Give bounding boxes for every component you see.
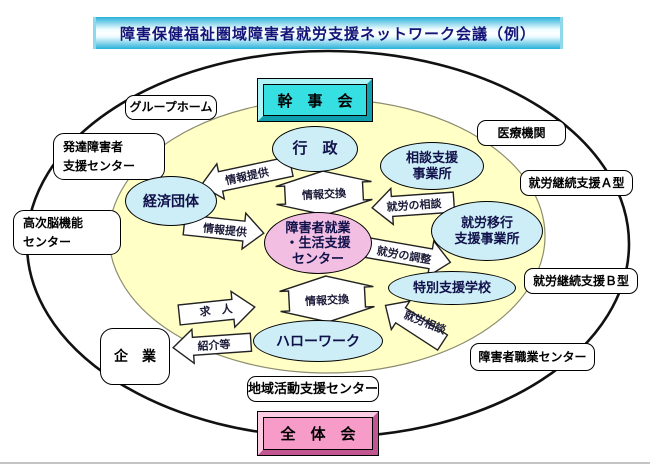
- node-hellowork: ハローワーク: [253, 320, 383, 362]
- node-koujinou-center: 高次脳機能 センター: [13, 210, 121, 255]
- arrow-shokai: [172, 327, 253, 365]
- arrow-shuro-sodan-school: [384, 300, 449, 352]
- node-sodan-shien: 相談支援 事業所: [380, 142, 484, 190]
- node-gyosei: 行 政: [272, 126, 358, 172]
- node-shuro-iko: 就労移行 支援事業所: [431, 201, 543, 261]
- arrow-shuro-sodan: [371, 186, 456, 226]
- plenary-meeting-label: 全 体 会: [263, 417, 373, 450]
- arrow-kyujin: [177, 290, 256, 329]
- node-kigyo: 企 業: [100, 328, 170, 385]
- node-tokubetsu-shien-gakko: 特別支援学校: [388, 271, 516, 305]
- steering-committee-box: 幹 事 会: [258, 79, 372, 121]
- page-border-line: [0, 462, 650, 464]
- diagram-title: 障害保健福祉圏域障害者就労支援ネットワーク会議（例）: [93, 17, 563, 49]
- plenary-meeting-box: 全 体 会: [258, 412, 378, 455]
- node-iryo-kikan: 医療機関: [477, 120, 566, 146]
- steering-committee-label: 幹 事 会: [263, 84, 367, 116]
- diagram-title-text: 障害保健福祉圏域障害者就労支援ネットワーク会議（例）: [119, 25, 536, 43]
- node-hattatsu-center: 発達障害者 支援センター: [53, 133, 165, 180]
- node-keizoku-b: 就労継続支援Ｂ型: [524, 268, 638, 294]
- node-keizai-dantai: 経済団体: [125, 176, 217, 226]
- node-chiiki-center: 地域活動支援センター: [247, 376, 379, 402]
- node-group-home: グループホーム: [125, 95, 217, 120]
- node-shokugyo-center: 障害者職業センター: [470, 343, 595, 371]
- node-shuro-seikatsu-center: 障害者就業 ・生活支援 センター: [264, 212, 372, 274]
- node-keizoku-a: 就労継続支援Ａ型: [520, 170, 633, 196]
